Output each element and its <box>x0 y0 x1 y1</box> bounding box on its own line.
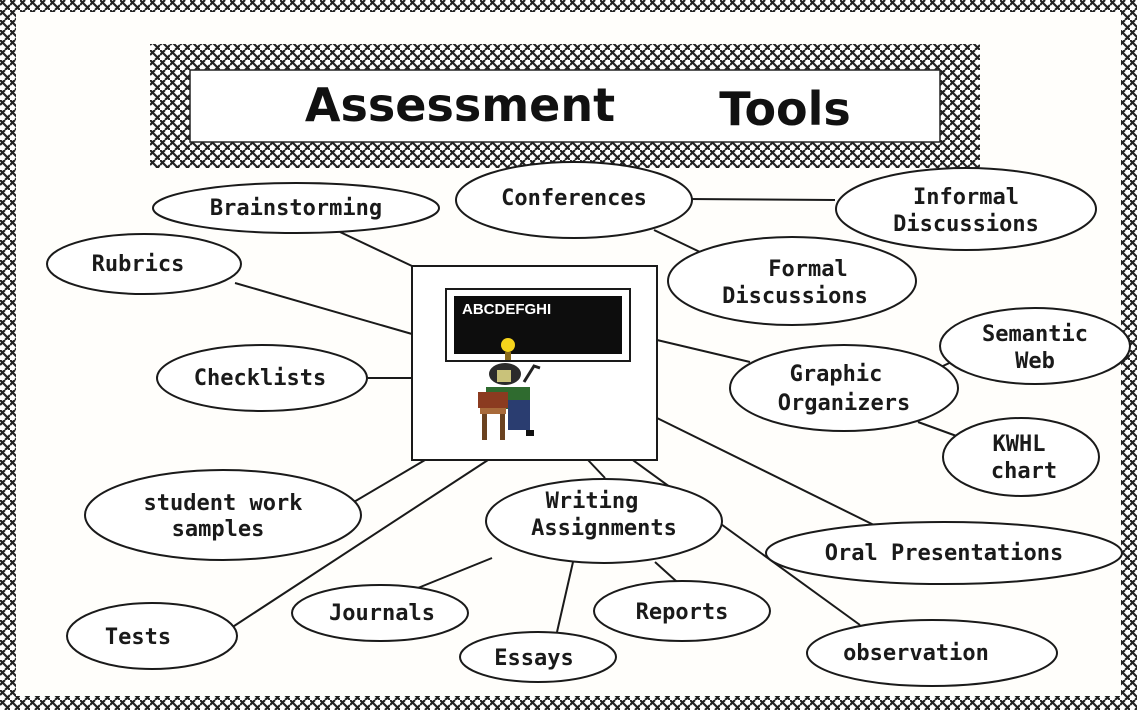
bubble-formal-shape <box>667 236 917 326</box>
node-formal-line1: Formal <box>768 257 847 282</box>
connector-tests <box>227 459 489 631</box>
title-word-2: Tools <box>719 82 851 136</box>
node-writing-line1: Writing <box>546 489 639 514</box>
connector-oral <box>656 417 881 529</box>
bubble-essays-shape <box>459 631 617 683</box>
blackboard <box>454 296 622 354</box>
node-tests: Tests <box>105 625 171 650</box>
bubble-semantic-shape <box>939 307 1131 385</box>
bubble-journals-shape <box>291 584 469 642</box>
node-semantic-line1: Semantic <box>982 322 1088 347</box>
node-writing-line2: Assignments <box>531 516 677 541</box>
node-reports: Reports <box>636 600 729 625</box>
connector-conferences-informal <box>687 198 836 201</box>
node-informal-line1: Informal <box>913 185 1019 210</box>
title-box <box>189 69 941 143</box>
bubble-checklists-shape <box>156 344 368 412</box>
bubble-kwhl-shape <box>942 417 1100 497</box>
connector-rubrics <box>234 282 413 335</box>
node-student-line1: student work <box>144 491 303 516</box>
connector-lines <box>227 198 963 633</box>
node-semantic-line2: Web <box>1015 349 1055 374</box>
bubble-writing-shape <box>485 478 723 564</box>
connector-writing <box>587 459 606 479</box>
node-formal-line2: Discussions <box>722 284 868 309</box>
node-kwhl-line2: chart <box>991 459 1057 484</box>
bubble-brainstorming-shape <box>152 182 440 234</box>
node-graphic-line2: Organizers <box>778 391 910 416</box>
connector-conferences-formal <box>653 229 701 253</box>
blackboard-text: ABCDEFGHI <box>462 301 551 318</box>
bubble-graphic-shape <box>729 344 959 432</box>
bubble-reports-shape <box>593 580 771 642</box>
node-observation: observation <box>843 641 989 666</box>
bubble-labels: Brainstorming Conferences Informal Discu… <box>92 185 1088 671</box>
node-journals: Journals <box>329 601 435 626</box>
node-oral: Oral Presentations <box>825 541 1063 566</box>
bubble-rubrics-shape <box>46 233 242 295</box>
bubble-oral-shape <box>765 521 1123 585</box>
node-kwhl-line1: KWHL <box>993 432 1046 457</box>
bubble-tests-shape <box>66 602 238 670</box>
node-brainstorming: Brainstorming <box>210 196 382 221</box>
node-checklists: Checklists <box>194 366 326 391</box>
bubble-informal-shape <box>835 167 1097 251</box>
bubble-conferences-shape <box>455 161 693 239</box>
connector-journals <box>407 557 493 593</box>
node-conferences: Conferences <box>501 186 647 211</box>
title-word-1: Assessment <box>305 78 615 132</box>
teacher-figure-icon <box>478 338 541 440</box>
node-student-line2: samples <box>172 517 265 542</box>
connector-graphic <box>656 339 751 363</box>
connector-essays <box>556 561 574 633</box>
node-essays: Essays <box>494 646 573 671</box>
node-rubrics: Rubrics <box>92 252 185 277</box>
node-informal-line2: Discussions <box>893 212 1039 237</box>
bubble-student-shape <box>84 469 362 561</box>
bubble-observation-shape <box>806 619 1058 687</box>
connector-brainstorming <box>339 231 413 267</box>
bubbles <box>46 161 1131 687</box>
node-graphic-line1: Graphic <box>790 362 883 387</box>
